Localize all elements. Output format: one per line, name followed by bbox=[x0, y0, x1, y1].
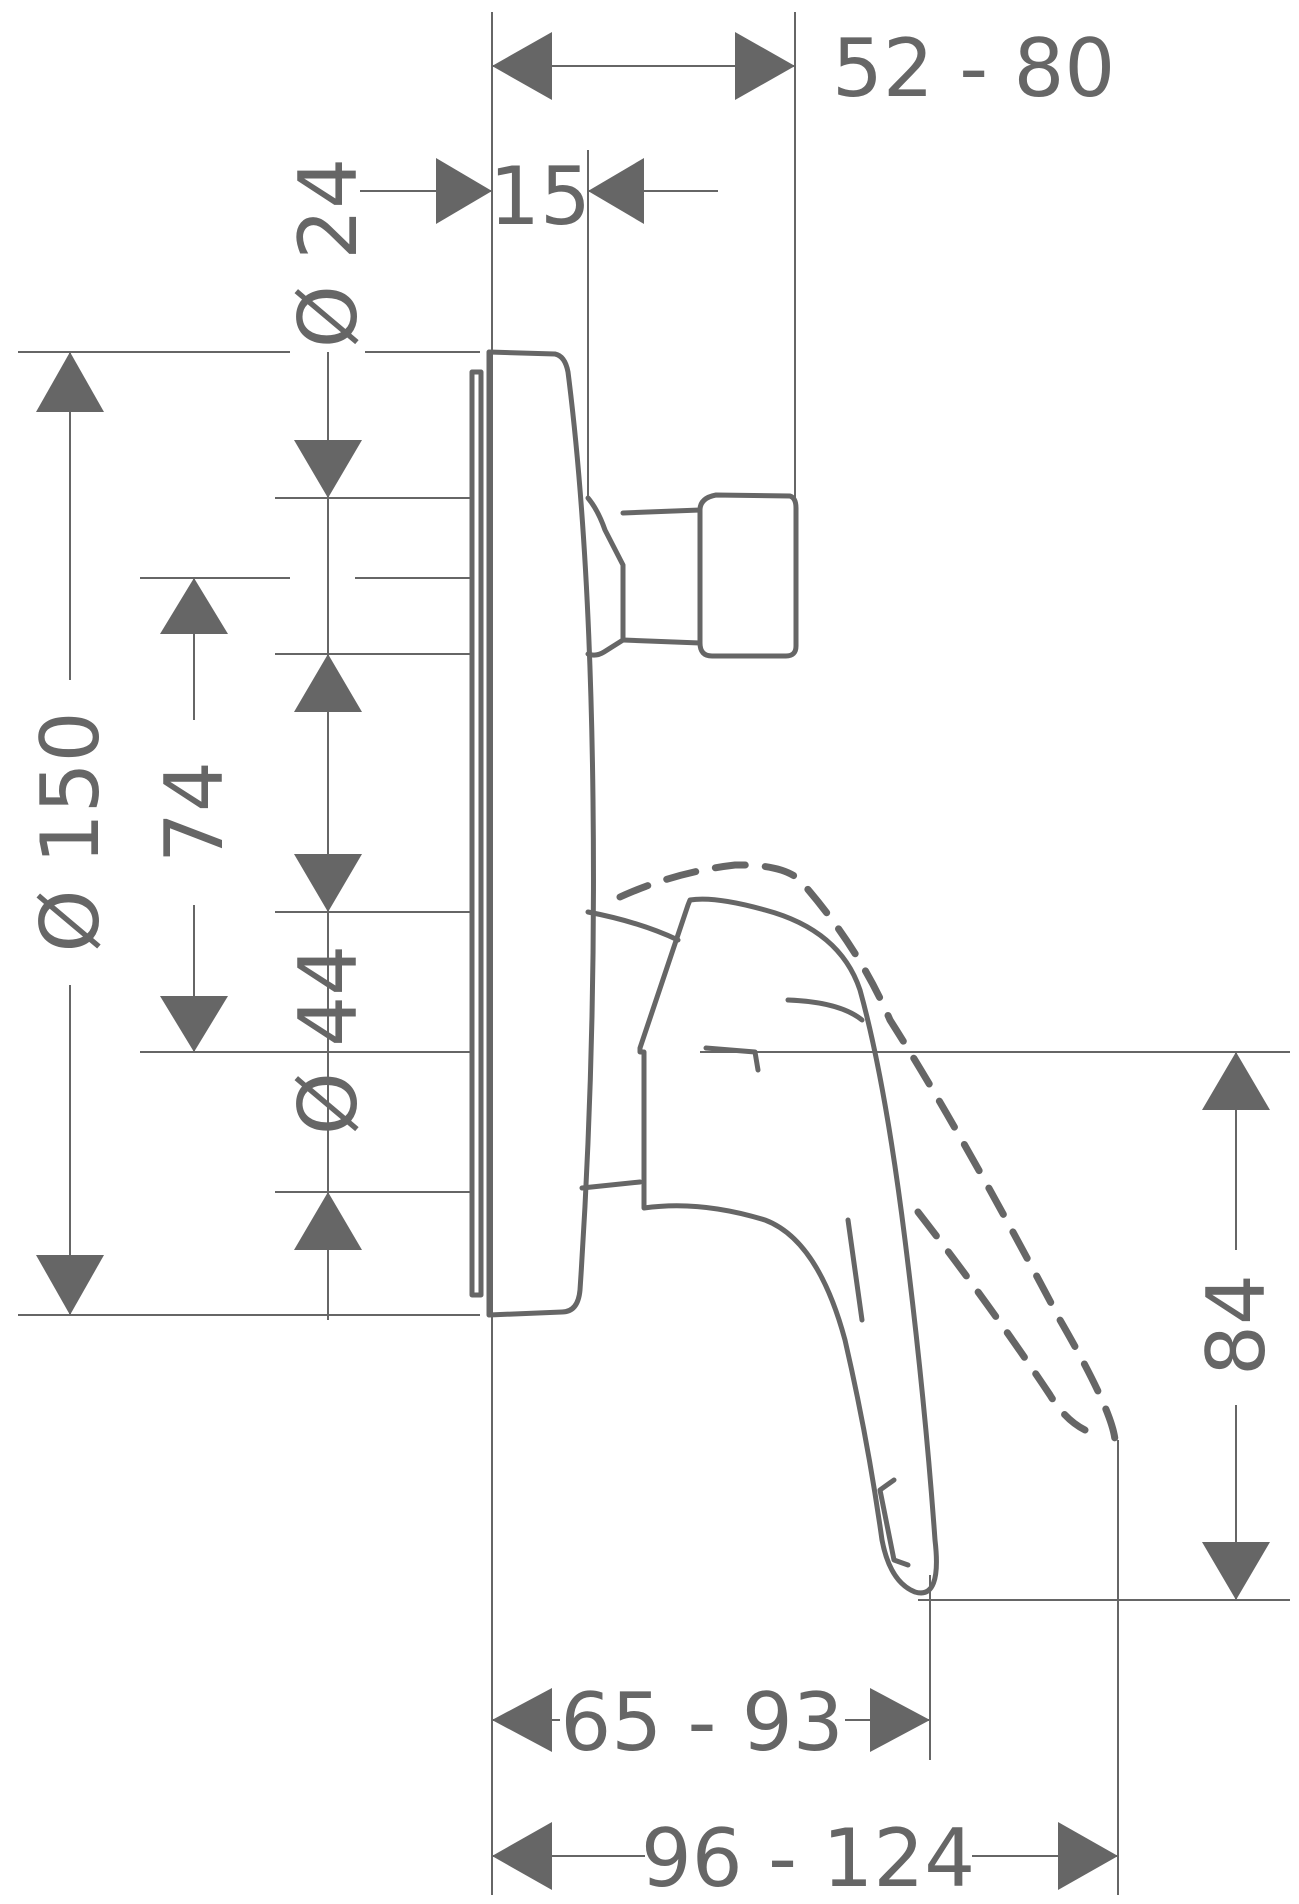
dimension-96-124-label: 96 - 124 bbox=[641, 1812, 975, 1904]
dimension-15-label: 15 bbox=[489, 150, 591, 243]
dimension-diameter-24-label: Ø 24 bbox=[282, 158, 375, 348]
dimension-65-93-label: 65 - 93 bbox=[560, 1676, 843, 1769]
dimension-74-label: 74 bbox=[148, 761, 241, 863]
dimension-52-80-label: 52 - 80 bbox=[832, 22, 1115, 115]
dimension-diameter-24-line bbox=[294, 352, 362, 1320]
mixer-handle-open-position bbox=[616, 861, 1119, 1444]
dimension-96-124-line bbox=[492, 1822, 1118, 1890]
dimension-84-line bbox=[1202, 1052, 1270, 1600]
extension-lines bbox=[18, 12, 1290, 1895]
dimension-65-93-line bbox=[492, 1688, 930, 1752]
cover-rosette bbox=[469, 349, 596, 1318]
dimension-diameter-150-line bbox=[36, 352, 104, 1315]
dimension-diameter-150-label: Ø 150 bbox=[24, 711, 117, 952]
spout bbox=[585, 492, 799, 659]
dimension-52-80-line bbox=[492, 32, 795, 100]
dimension-84-label: 84 bbox=[1190, 1274, 1283, 1376]
dimension-15-line bbox=[360, 158, 718, 224]
mixer-handle bbox=[579, 896, 939, 1596]
dimension-74-line bbox=[160, 578, 228, 1052]
dimension-diameter-44-label: Ø 44 bbox=[282, 945, 375, 1135]
